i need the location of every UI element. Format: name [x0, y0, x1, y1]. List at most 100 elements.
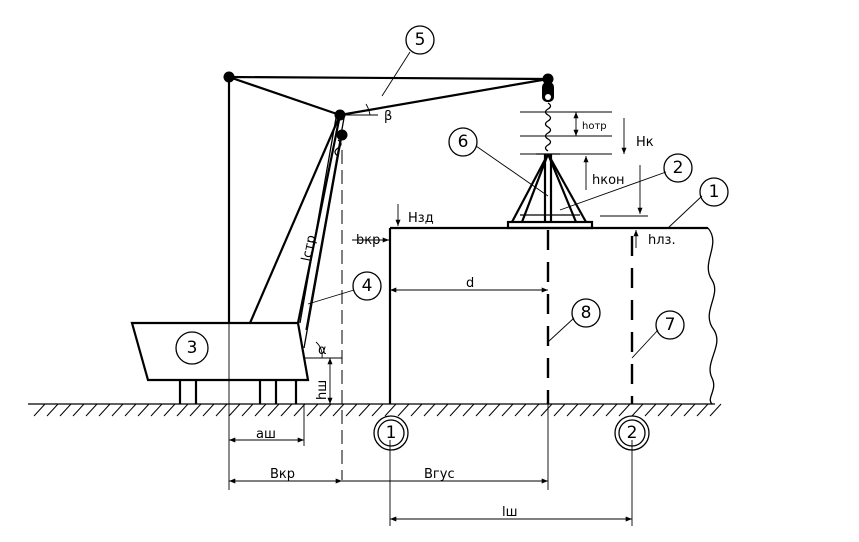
- ground-hatch-stroke: [631, 403, 644, 417]
- ground-hatch-stroke: [605, 403, 618, 417]
- ground-hatch-stroke: [449, 403, 462, 417]
- ground-hatch-stroke: [280, 403, 293, 417]
- label-h-otr: hотр: [582, 121, 607, 132]
- ground-hatch-stroke: [345, 403, 358, 417]
- ground-hatch-stroke: [397, 403, 410, 417]
- hook-block: [542, 79, 554, 152]
- svg-text:8: 8: [581, 303, 592, 323]
- label-b-kr: bкр: [356, 233, 380, 248]
- callout-2: 2: [663, 153, 693, 183]
- ground-hatch-stroke: [72, 403, 85, 417]
- roof-dimensions: [352, 204, 639, 293]
- support-marker-1: 1: [373, 415, 409, 451]
- ground-hatch-stroke: [657, 403, 670, 417]
- base-dimensions: [228, 323, 633, 526]
- ground-hatch-stroke: [46, 403, 59, 417]
- ground-hatch-stroke: [423, 403, 436, 417]
- ground-hatch-stroke: [254, 403, 267, 417]
- crane-body: [130, 321, 310, 404]
- label-H-k: Hк: [636, 135, 654, 150]
- label-l-str: lстр: [299, 234, 319, 263]
- ground-hatch-stroke: [241, 403, 254, 417]
- support-marker-2: 2: [614, 415, 650, 451]
- label-beta: β: [384, 109, 392, 124]
- ground-hatch-stroke: [33, 403, 46, 417]
- svg-text:5: 5: [415, 30, 426, 50]
- label-h-sh: hш: [315, 380, 330, 400]
- ground-hatch-stroke: [98, 403, 111, 417]
- ground-hatch-stroke: [137, 403, 150, 417]
- axis-lines: [341, 150, 634, 480]
- callout-leaders: [307, 51, 703, 359]
- ground-hatch-stroke: [176, 403, 189, 417]
- ground-hatch-stroke: [163, 403, 176, 417]
- ground-hatch-stroke: [514, 403, 527, 417]
- ground-hatch-stroke: [579, 403, 592, 417]
- callout-7: 7: [655, 310, 685, 340]
- ground: [28, 403, 722, 417]
- label-d: d: [466, 276, 474, 291]
- ground-hatch-stroke: [462, 403, 475, 417]
- height-dimensions: [520, 111, 648, 217]
- ground-hatch-stroke: [371, 403, 384, 417]
- tower-structure: [506, 153, 594, 230]
- label-H-zd: Hзд: [408, 211, 434, 226]
- ground-hatch-stroke: [189, 403, 202, 417]
- ground-hatch-stroke: [384, 403, 397, 417]
- svg-text:1: 1: [386, 423, 397, 443]
- ground-hatch-stroke: [319, 403, 332, 417]
- svg-text:6: 6: [458, 132, 469, 152]
- ground-hatch-stroke: [553, 403, 566, 417]
- svg-text:1: 1: [709, 182, 720, 202]
- label-alpha: α: [318, 343, 327, 358]
- ground-hatch-stroke: [267, 403, 280, 417]
- svg-text:4: 4: [362, 276, 373, 296]
- ground-hatch-stroke: [202, 403, 215, 417]
- label-h-lz: hлз.: [648, 233, 676, 248]
- ground-hatch-stroke: [501, 403, 514, 417]
- lower-crane-dimensions: [304, 341, 342, 404]
- ground-hatch-stroke: [215, 403, 228, 417]
- building-break-line: [707, 227, 718, 405]
- ground-hatch-stroke: [696, 403, 709, 417]
- ground-hatch-stroke: [566, 403, 579, 417]
- callout-6: 6: [448, 127, 478, 157]
- ground-hatch-stroke: [475, 403, 488, 417]
- svg-text:2: 2: [627, 423, 638, 443]
- ground-hatch-stroke: [306, 403, 319, 417]
- ground-hatch-stroke: [683, 403, 696, 417]
- callout-5: 5: [405, 25, 435, 55]
- label-B-gus: Bгус: [424, 467, 455, 482]
- mast-top-joint: [223, 71, 235, 83]
- ground-hatch-stroke: [436, 403, 449, 417]
- ground-hatch-stroke: [59, 403, 72, 417]
- hook-small: [334, 139, 342, 157]
- callout-4: 4: [352, 271, 382, 301]
- sling: [544, 102, 552, 152]
- pulley-joint: [336, 129, 348, 141]
- crane-mast: [223, 71, 554, 349]
- callout-8: 8: [571, 298, 601, 328]
- ground-hatch-stroke: [488, 403, 501, 417]
- ground-hatch-stroke: [618, 403, 631, 417]
- ground-hatch-stroke: [670, 403, 683, 417]
- ground-hatch-stroke: [228, 403, 241, 417]
- ground-hatch-stroke: [644, 403, 657, 417]
- ground-hatch-stroke: [592, 403, 605, 417]
- ground-hatch-stroke: [111, 403, 124, 417]
- ground-hatch-stroke: [358, 403, 371, 417]
- ground-hatch-stroke: [709, 403, 722, 417]
- ground-hatch-stroke: [332, 403, 345, 417]
- label-h-kon: hкон: [592, 173, 625, 188]
- ground-hatch-stroke: [410, 403, 423, 417]
- svg-text:3: 3: [187, 338, 198, 358]
- building: [388, 226, 718, 405]
- label-l-sh: lш: [502, 505, 518, 520]
- ground-hatch-stroke: [150, 403, 163, 417]
- ground-hatch-stroke: [124, 403, 137, 417]
- svg-text:7: 7: [665, 315, 676, 335]
- callout-3: 3: [175, 331, 209, 365]
- callout-1: 1: [699, 177, 729, 207]
- ground-hatch-stroke: [527, 403, 540, 417]
